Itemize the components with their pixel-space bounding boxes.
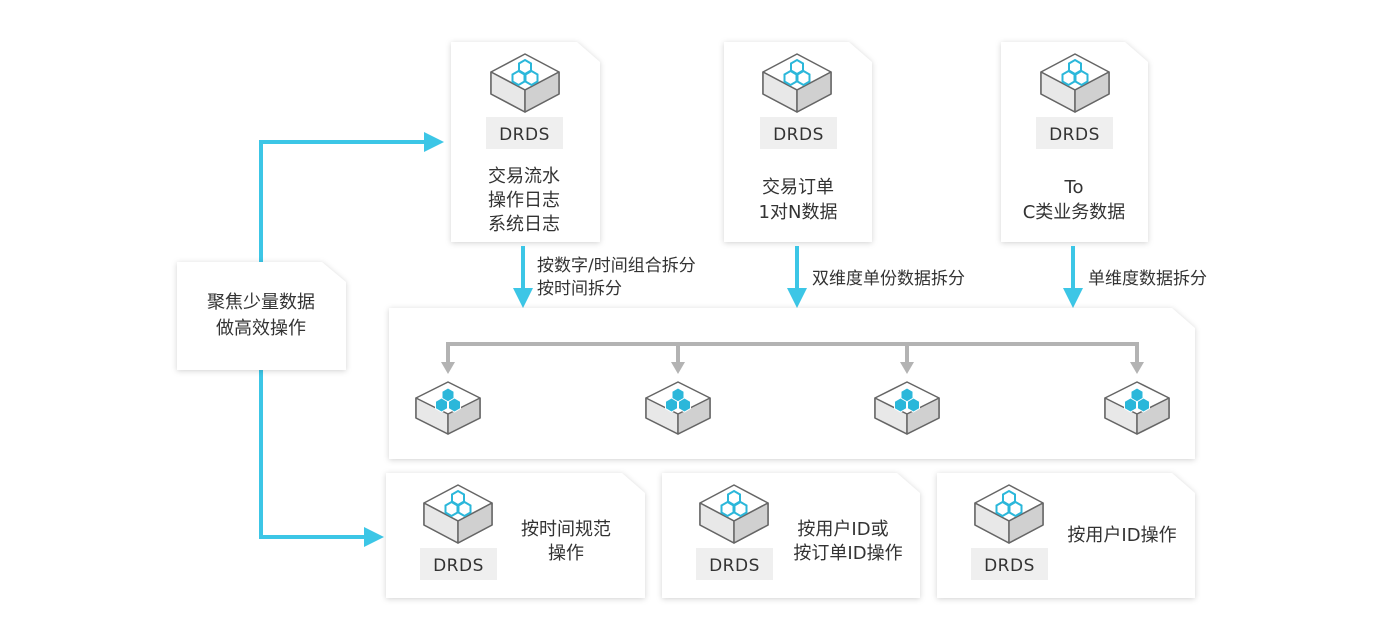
bottom-node-2-badge: DRDS [709, 556, 760, 576]
bottom-node-2: DRDS 按用户ID或 按订单ID操作 [662, 473, 920, 598]
bottom-node-1-line-2: 操作 [548, 543, 584, 564]
top-node-3-line-2: C类业务数据 [1023, 202, 1126, 223]
top-node-3-line-1: To [1064, 177, 1084, 198]
drds-badge [1036, 117, 1113, 149]
arrow-top-2-label-1: 双维度单份数据拆分 [812, 269, 965, 289]
bottom-node-3-line-1: 按用户ID操作 [1067, 525, 1176, 546]
bottom-node-2-line-2: 按订单ID操作 [793, 543, 902, 564]
top-node-2: DRDS 交易订单 1对N数据 [724, 42, 872, 242]
top-node-1: DRDS 交易流水 操作日志 系统日志 [451, 42, 600, 242]
top-node-1-line-1: 交易流水 [488, 166, 560, 187]
bottom-node-1-badge: DRDS [433, 556, 484, 576]
top-node-1-line-3: 系统日志 [488, 214, 560, 235]
top-node-1-badge: DRDS [499, 125, 550, 145]
drds-badge [486, 117, 563, 149]
left-box-line-1: 聚焦少量数据 [207, 292, 315, 313]
left-box [177, 262, 346, 370]
top-node-3: DRDS To C类业务数据 [1001, 42, 1148, 242]
bottom-node-1-line-1: 按时间规范 [521, 519, 611, 540]
bottom-node-1: DRDS 按时间规范 操作 [386, 473, 645, 598]
bottom-node-2-line-1: 按用户ID或 [797, 519, 888, 540]
cluster-box [389, 308, 1195, 459]
cluster-connector [446, 342, 1139, 365]
arrow-top-3-label-1: 单维度数据拆分 [1088, 269, 1207, 289]
drds-badge [971, 548, 1048, 580]
drds-badge [696, 548, 773, 580]
top-node-1-line-2: 操作日志 [488, 190, 560, 211]
drds-badge [760, 117, 837, 149]
drds-badge [420, 548, 497, 580]
top-node-2-line-2: 1对N数据 [759, 202, 838, 223]
left-box-line-2: 做高效操作 [216, 318, 306, 339]
top-node-3-badge: DRDS [1049, 125, 1100, 145]
bottom-node-3-badge: DRDS [984, 556, 1035, 576]
bottom-node-3: DRDS 按用户ID操作 [937, 473, 1195, 598]
top-node-2-badge: DRDS [773, 125, 824, 145]
arrow-top-1-label-1: 按数字/时间组合拆分 [537, 256, 696, 276]
top-node-2-line-1: 交易订单 [762, 177, 834, 198]
arrow-top-1-label-2: 按时间拆分 [537, 279, 622, 299]
left-connector [259, 132, 444, 547]
